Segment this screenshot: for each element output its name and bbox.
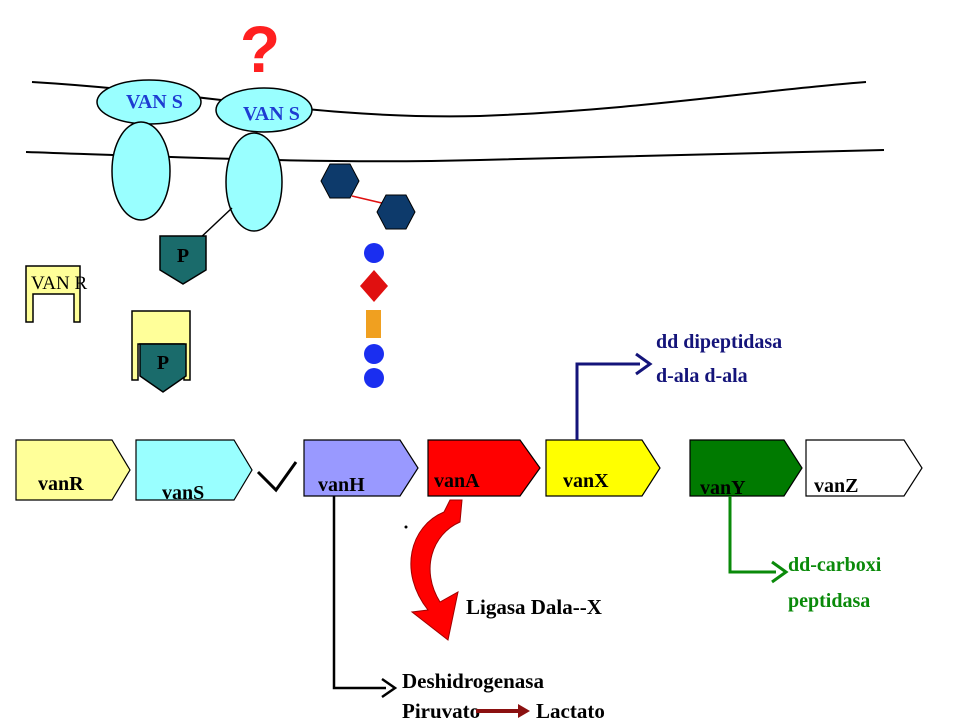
glycosidic-link xyxy=(351,195,387,205)
bead-orange xyxy=(366,310,381,338)
vana-product-label: Ligasa Dala--X xyxy=(466,595,602,619)
receptor-right-label: VAN S xyxy=(243,103,300,125)
gene-vanY: vanY xyxy=(689,439,803,499)
peptidoglycan-precursor xyxy=(320,163,416,388)
vanx-product-line1: dd dipeptidasa xyxy=(656,331,782,353)
vanr-phosphorylated: P xyxy=(131,310,191,393)
gene-vanH: vanH xyxy=(303,439,419,497)
sugar-hexagon-1 xyxy=(320,163,360,199)
vany-arrowhead xyxy=(771,560,789,584)
checkmark-gap xyxy=(256,461,298,493)
gene-vanX-label: vanX xyxy=(563,470,609,492)
vanr-label: VAN R xyxy=(31,273,87,294)
bead-blue-3 xyxy=(364,368,384,388)
gene-vanS-label: vanS xyxy=(162,482,204,504)
receptor-right-head xyxy=(215,87,313,133)
gene-vanS: vanS xyxy=(135,439,253,504)
piruvato-lactato-arrowhead xyxy=(518,704,530,718)
vans-receptor-left: VAN S xyxy=(96,79,202,221)
receptor-left-label: VAN S xyxy=(126,91,183,113)
vanh-arrowhead xyxy=(381,677,398,699)
vany-product-arrow xyxy=(728,496,776,574)
question-mark: ? xyxy=(240,12,280,86)
vanx-arrowhead xyxy=(635,352,653,376)
gene-vanZ-label: vanZ xyxy=(814,475,858,497)
vanh-product-line2-left: Piruvato xyxy=(402,699,480,720)
gene-vanR-label: vanR xyxy=(38,473,84,495)
stray-dot xyxy=(404,525,408,529)
vanr-phosphate-label: P xyxy=(157,352,169,374)
vana-curved-arrow xyxy=(410,499,463,641)
phosphate-connector xyxy=(197,207,233,241)
phosphate-tag: P xyxy=(159,235,207,285)
gene-vanX: vanX xyxy=(545,439,661,497)
vanx-product-line2: d-ala d-ala xyxy=(656,365,748,387)
vanr-regulator: VAN R xyxy=(25,265,87,323)
gene-vanR-arrow xyxy=(15,439,131,501)
gene-vanH-arrow xyxy=(303,439,419,497)
vanh-product-line2-right: Lactato xyxy=(536,699,605,720)
vanx-product-arrow xyxy=(575,362,640,440)
inner-membrane-line xyxy=(25,149,885,163)
gene-vanZ-arrow xyxy=(805,439,923,497)
vanh-product-arrow xyxy=(332,496,386,690)
gene-vanA: vanA xyxy=(427,439,541,497)
phosphate-label: P xyxy=(177,245,189,267)
gene-vanS-arrow xyxy=(135,439,253,501)
gene-vanA-label: vanA xyxy=(434,470,480,492)
gene-vanH-label: vanH xyxy=(318,474,365,496)
bead-red-diamond xyxy=(360,270,388,302)
gene-vanR: vanR xyxy=(15,439,131,501)
vany-product-line2: peptidasa xyxy=(788,590,870,612)
vanh-product-line1: Deshidrogenasa xyxy=(402,669,544,693)
gene-cluster: vanR vanS vanH vanA vanX vanY vanZ xyxy=(15,439,923,504)
vans-receptor-right: VAN S xyxy=(215,87,313,232)
gene-vanY-arrow xyxy=(689,439,803,497)
gene-vanY-label: vanY xyxy=(700,477,746,499)
gene-vanZ: vanZ xyxy=(805,439,923,497)
bead-blue-2 xyxy=(364,344,384,364)
gene-vanX-arrow xyxy=(545,439,661,497)
sugar-hexagon-2 xyxy=(376,194,416,230)
receptor-left-body xyxy=(111,121,171,221)
bead-blue-1 xyxy=(364,243,384,263)
vany-product-line1: dd-carboxi xyxy=(788,554,882,576)
receptor-right-body xyxy=(225,132,283,232)
gene-vanA-arrow xyxy=(427,439,541,497)
